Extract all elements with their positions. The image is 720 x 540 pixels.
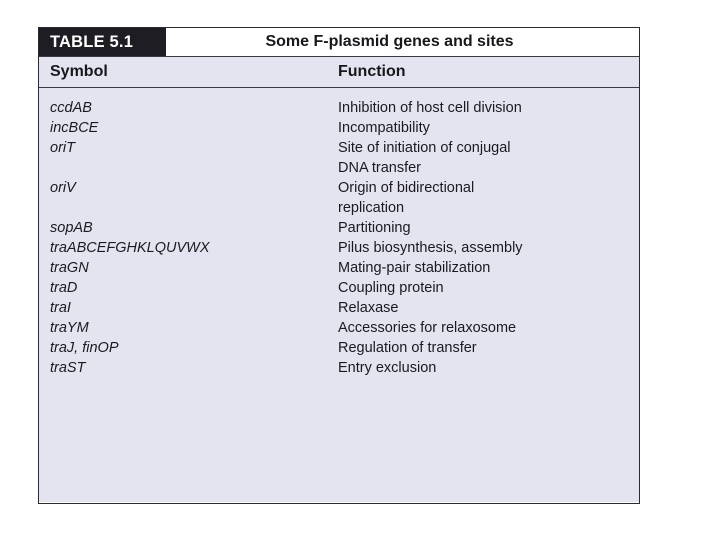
- table-row: sopAB Partitioning: [39, 218, 639, 238]
- table-row: traYM Accessories for relaxosome: [39, 318, 639, 338]
- table-figure: TABLE 5.1 Some F-plasmid genes and sites…: [38, 27, 640, 504]
- cell-symbol: traI: [50, 300, 71, 316]
- cell-function-line1: Mating-pair stabilization: [338, 260, 491, 276]
- table-number-label: TABLE 5.1: [39, 28, 166, 56]
- cell-function-line1: Entry exclusion: [338, 360, 437, 376]
- cell-function-line1: Partitioning: [338, 220, 411, 236]
- cell-function: Coupling protein: [338, 278, 639, 298]
- cell-function: Accessories for relaxosome: [338, 318, 639, 338]
- cell-function: Inhibition of host cell division: [338, 98, 639, 118]
- cell-function: Entry exclusion: [338, 358, 639, 378]
- table-row: oriT Site of initiation of conjugal DNA …: [39, 138, 639, 178]
- cell-symbol: incBCE: [50, 120, 99, 136]
- table-row: traST Entry exclusion: [39, 358, 639, 378]
- cell-function-line1: Origin of bidirectional: [338, 180, 475, 196]
- table-title-bar: TABLE 5.1 Some F-plasmid genes and sites: [39, 28, 639, 57]
- cell-symbol: oriV: [50, 180, 76, 196]
- cell-function-line2: DNA transfer: [338, 160, 421, 176]
- table-body: ccdAB Inhibition of host cell division i…: [39, 88, 639, 502]
- cell-symbol: traYM: [50, 320, 89, 336]
- cell-function-line1: Relaxase: [338, 300, 399, 316]
- cell-function-line1: Incompatibility: [338, 120, 430, 136]
- cell-symbol: traJ, finOP: [50, 340, 119, 356]
- cell-symbol: ccdAB: [50, 100, 92, 116]
- cell-symbol: oriT: [50, 140, 75, 156]
- cell-function: Mating-pair stabilization: [338, 258, 639, 278]
- cell-function-line1: Regulation of transfer: [338, 340, 477, 356]
- cell-function-line2: replication: [338, 200, 405, 216]
- table-row: traD Coupling protein: [39, 278, 639, 298]
- cell-function-line1: Accessories for relaxosome: [338, 320, 517, 336]
- cell-symbol: traABCEFGHKLQUVWX: [50, 240, 210, 256]
- cell-symbol: traGN: [50, 260, 89, 276]
- cell-symbol: sopAB: [50, 220, 93, 236]
- cell-symbol: traD: [50, 280, 78, 296]
- table-row: traGN Mating-pair stabilization: [39, 258, 639, 278]
- cell-symbol: traST: [50, 360, 86, 376]
- column-header-function: Function: [338, 63, 406, 80]
- table-row: incBCE Incompatibility: [39, 118, 639, 138]
- cell-function: Incompatibility: [338, 118, 639, 138]
- table-row: oriV Origin of bidirectional replication: [39, 178, 639, 218]
- table-caption: Some F-plasmid genes and sites: [265, 33, 514, 50]
- table-row: traI Relaxase: [39, 298, 639, 318]
- column-header-row: Symbol Function: [39, 57, 639, 88]
- cell-function: Pilus biosynthesis, assembly: [338, 238, 639, 258]
- cell-function: Origin of bidirectional replication: [338, 178, 639, 218]
- cell-function: Regulation of transfer: [338, 338, 639, 358]
- table-row: traABCEFGHKLQUVWX Pilus biosynthesis, as…: [39, 238, 639, 258]
- table-row: traJ, finOP Regulation of transfer: [39, 338, 639, 358]
- cell-function: Partitioning: [338, 218, 639, 238]
- cell-function-line1: Pilus biosynthesis, assembly: [338, 240, 523, 256]
- cell-function-line1: Site of initiation of conjugal: [338, 140, 511, 156]
- table-row: ccdAB Inhibition of host cell division: [39, 98, 639, 118]
- cell-function-line1: Inhibition of host cell division: [338, 100, 522, 116]
- cell-function: Site of initiation of conjugal DNA trans…: [338, 138, 639, 178]
- cell-function: Relaxase: [338, 298, 639, 318]
- cell-function-line1: Coupling protein: [338, 280, 444, 296]
- column-header-symbol: Symbol: [50, 63, 108, 80]
